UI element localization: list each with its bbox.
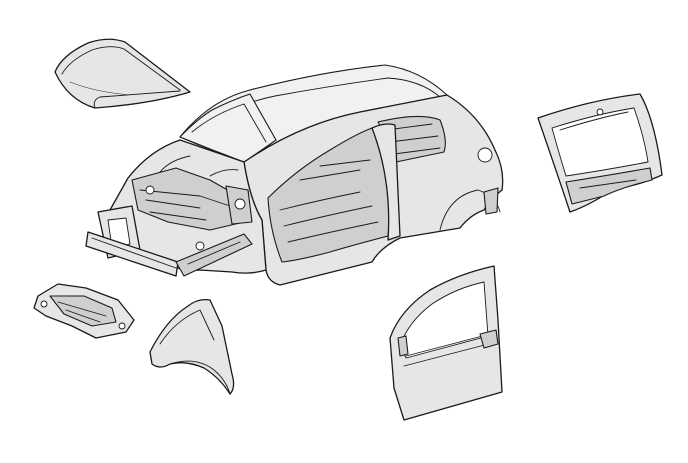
underbody-member	[33, 283, 135, 339]
liftgate	[537, 93, 663, 213]
front-fender	[149, 298, 235, 395]
front-structure	[85, 139, 267, 277]
body-shell	[179, 64, 504, 286]
hood-panel	[54, 38, 191, 109]
front-door	[389, 265, 503, 421]
